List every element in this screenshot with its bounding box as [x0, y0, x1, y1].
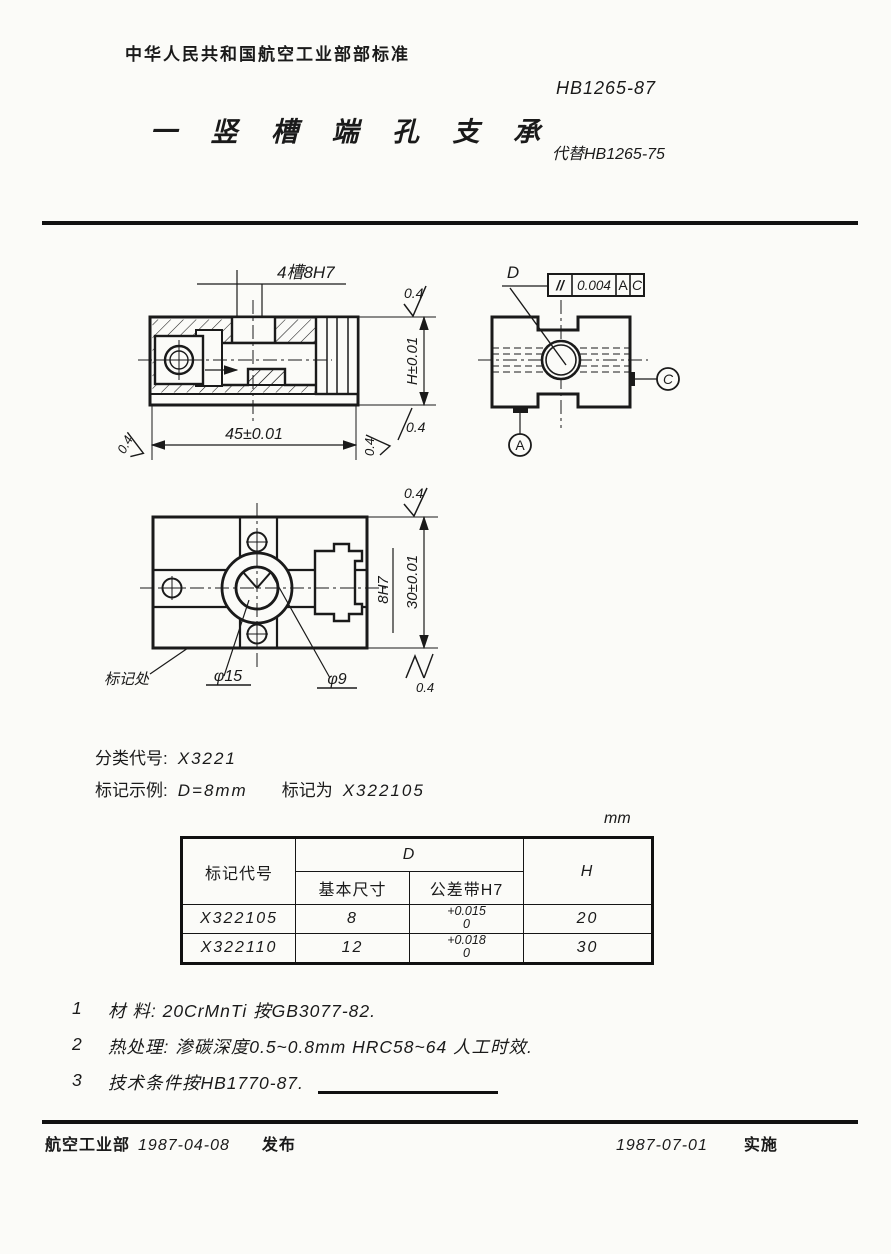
- marking-place-label: 标记处: [104, 671, 150, 688]
- header-rule: [42, 221, 858, 225]
- datum-a-symbol: A: [508, 408, 532, 457]
- replaces-note: 代替HB1265-75: [552, 146, 665, 163]
- surface-finish-mark: 0.4: [403, 285, 427, 318]
- parallelism-symbol: //: [555, 277, 566, 293]
- footer-effective: 1987-07-01 实施: [608, 1131, 778, 1155]
- example-marked-as: 标记为: [281, 781, 333, 800]
- hole-leader: [509, 287, 567, 366]
- diameter-15-label: φ15: [214, 668, 242, 685]
- svg-text:A: A: [515, 437, 525, 453]
- footer-rule: [42, 1120, 858, 1124]
- marking-example-line: 标记示例: D=8mm 标记为 X322105: [95, 776, 425, 801]
- note-number: 1: [72, 998, 82, 1018]
- svg-text:C: C: [632, 277, 643, 293]
- svg-text:0.4: 0.4: [416, 680, 434, 695]
- diameter-9-label: φ9: [327, 671, 346, 688]
- document-title: 一 竖 槽 端 孔 支 承: [150, 117, 554, 147]
- note-item: 2 热处理: 渗碳深度0.5~0.8mm HRC58~64 人工时效.: [72, 1034, 812, 1059]
- col-header-d: D: [295, 837, 524, 872]
- footer-effective-date: 1987-07-01: [616, 1137, 708, 1154]
- col-header-h: H: [523, 837, 653, 905]
- ministry-standard-heading: 中华人民共和国航空工业部部标准: [125, 45, 410, 64]
- footer-issue: 航空工业部 1987-04-08 发布: [45, 1131, 296, 1155]
- note-item: 1 材 料: 20CrMnTi 按GB3077-82.: [72, 998, 812, 1023]
- svg-text:0.4: 0.4: [404, 485, 424, 501]
- keyed-slot-profile: [313, 542, 364, 623]
- standard-number: HB1265-87: [556, 78, 657, 98]
- front-view: 标记处 φ15 φ9 0.4 8H7 30±0.01 0.4: [104, 485, 438, 695]
- note-text: 技术条件按HB1770-87.: [108, 1073, 304, 1093]
- svg-text:0.4: 0.4: [362, 438, 377, 456]
- section-view: 4槽8H7 0.4 H±0.01 45±0.01 0.4: [114, 263, 436, 460]
- footer-issuer: 航空工业部: [45, 1137, 131, 1154]
- technical-drawing: 4槽8H7 0.4 H±0.01 45±0.01 0.4: [104, 263, 680, 695]
- note-number: 3: [72, 1070, 82, 1090]
- height-dimension: H±0.01: [404, 337, 421, 385]
- slot-dimension-label: 4槽8H7: [277, 263, 335, 282]
- cell-h: 20: [523, 903, 653, 935]
- svg-text:0.4: 0.4: [404, 285, 424, 301]
- classification-code-line: 分类代号: X3221: [95, 744, 237, 769]
- cell-basic: 8: [295, 903, 410, 935]
- surface-finish-mark: 0.4: [362, 434, 392, 456]
- svg-text:0.4: 0.4: [114, 433, 136, 456]
- col-header-basic: 基本尺寸: [295, 871, 410, 905]
- height-30-dimension: 30±0.01: [404, 555, 421, 609]
- cell-basic: 12: [295, 933, 410, 965]
- surface-finish-mark: 0.4: [114, 431, 145, 458]
- cell-code: X322105: [181, 903, 296, 935]
- width-dimension: 45±0.01: [225, 426, 283, 443]
- unit-label: mm: [604, 810, 631, 827]
- end-hole: [540, 339, 582, 381]
- footer-effective-label: 实施: [743, 1137, 778, 1154]
- col-header-tolerance: 公差带H7: [409, 871, 524, 905]
- side-view: D // 0.004 A C C: [478, 263, 680, 457]
- example-condition: D=8mm: [177, 781, 248, 800]
- footer-issue-label: 发布: [261, 1137, 296, 1154]
- parallelism-tolerance-frame: // 0.004 A C: [547, 273, 645, 297]
- svg-text:A: A: [618, 277, 628, 293]
- datum-c-symbol: C: [630, 367, 680, 391]
- example-label: 标记示例:: [95, 781, 168, 800]
- col-header-code: 标记代号: [181, 837, 296, 905]
- svg-text:C: C: [663, 371, 674, 387]
- notes-separator-rule: [318, 1091, 498, 1094]
- surface-finish-mark: 0.4: [397, 407, 426, 441]
- note-text: 热处理: 渗碳深度0.5~0.8mm HRC58~64 人工时效.: [108, 1037, 533, 1057]
- classification-value: X3221: [177, 749, 237, 768]
- classification-label: 分类代号:: [95, 749, 168, 768]
- note-text: 材 料: 20CrMnTi 按GB3077-82.: [108, 1001, 376, 1021]
- hole-diameter-label: D: [507, 263, 519, 282]
- note-item: 3 技术条件按HB1770-87.: [72, 1070, 812, 1095]
- surface-finish-mark: 0.4: [403, 485, 428, 518]
- example-code: X322105: [342, 781, 425, 800]
- cell-code: X322110: [181, 933, 296, 965]
- note-number: 2: [72, 1034, 82, 1054]
- notes-list: 1 材 料: 20CrMnTi 按GB3077-82. 2 热处理: 渗碳深度0…: [72, 998, 812, 1106]
- surface-finish-mark: 0.4: [405, 653, 434, 695]
- svg-text:0.004: 0.004: [577, 278, 611, 293]
- slot-width-dimension: 8H7: [375, 576, 392, 604]
- footer-issue-date: 1987-04-08: [138, 1137, 230, 1154]
- cell-h: 30: [523, 933, 653, 965]
- svg-text:0.4: 0.4: [406, 419, 426, 435]
